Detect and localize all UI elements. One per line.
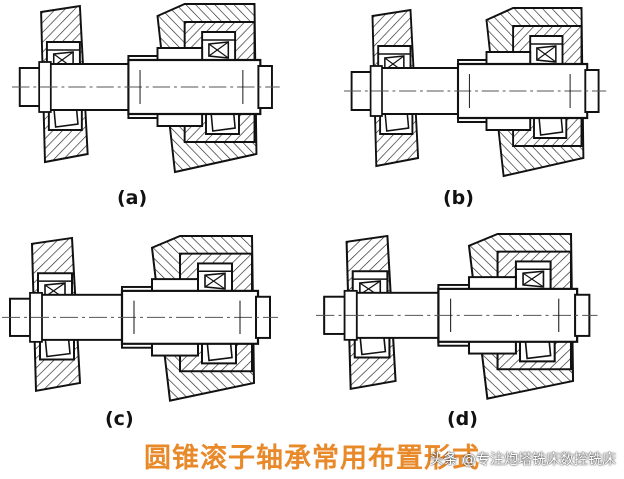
figure-b xyxy=(344,8,606,176)
diagram-caption: 圆锥滚子轴承常用布置形式 xyxy=(144,443,480,474)
figure-label-d: (d) xyxy=(447,408,478,430)
figure-label-a: (a) xyxy=(117,187,147,209)
figure-a xyxy=(12,4,280,172)
figure-c xyxy=(2,236,278,401)
watermark: 头条 @专注炮塔铣床数控铣床 xyxy=(429,452,616,468)
figure-label-c: (c) xyxy=(105,408,134,430)
figure-d xyxy=(316,234,598,399)
figure-label-b: (b) xyxy=(443,187,474,209)
